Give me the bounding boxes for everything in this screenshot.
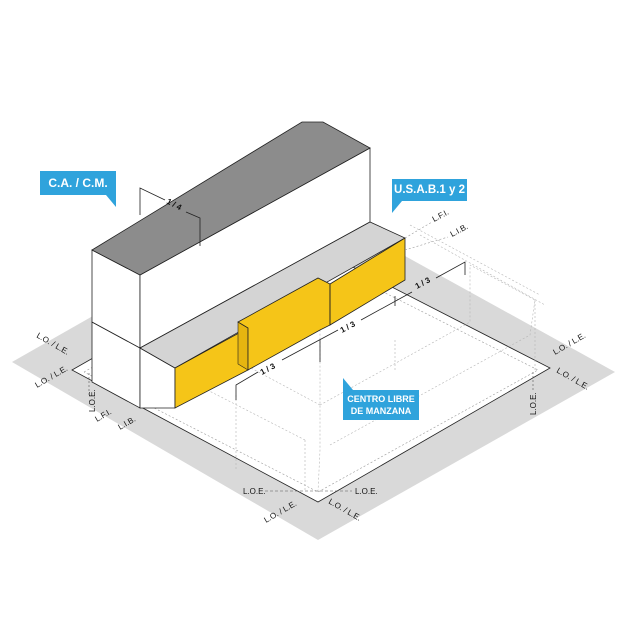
left-loe: L.O.E. bbox=[88, 389, 97, 412]
right-loe: L.O.E. bbox=[529, 392, 538, 415]
callout-tail bbox=[343, 378, 353, 390]
yellow-volume-1-side bbox=[237, 321, 249, 371]
bottom-loe-left: L.O.E. bbox=[243, 487, 266, 496]
usab-callout: U.S.A.B.1 y 2 bbox=[392, 179, 467, 213]
tower-dimension bbox=[139, 187, 201, 246]
ca-cm-callout: C.A. / C.M. bbox=[40, 171, 116, 207]
thirds-dimension bbox=[235, 261, 466, 400]
callout-tail bbox=[106, 195, 116, 207]
top-dotted-lines bbox=[404, 221, 449, 251]
centro-line2: DE MANZANA bbox=[350, 406, 412, 416]
bottom-loe-right: L.O.E. bbox=[355, 487, 378, 496]
centro-libre-callout: CENTRO LIBRE DE MANZANA bbox=[343, 378, 419, 420]
ca-cm-label: C.A. / C.M. bbox=[48, 176, 108, 190]
yellow-volume-2 bbox=[237, 277, 331, 371]
centro-line1: CENTRO LIBRE bbox=[347, 394, 415, 404]
usab-label: U.S.A.B.1 y 2 bbox=[394, 184, 465, 196]
tower-roof bbox=[91, 121, 371, 276]
callout-tail bbox=[392, 201, 402, 213]
top-lib-label: L.I.B. bbox=[449, 222, 470, 239]
top-lfi-label: L.F.I. bbox=[431, 208, 451, 224]
